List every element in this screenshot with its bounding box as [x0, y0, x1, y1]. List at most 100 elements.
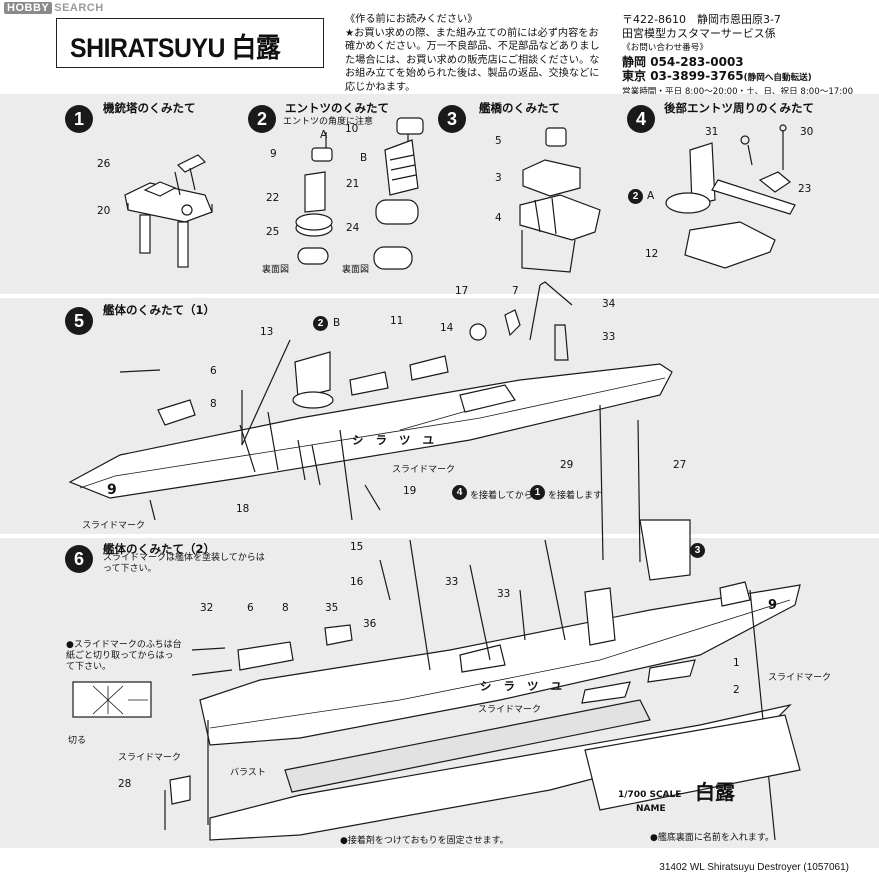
part-11: 11: [390, 315, 404, 327]
back-view-label-a: 裏面図: [262, 265, 290, 275]
step-1-title: 機銃塔のくみたて: [103, 101, 196, 115]
slide-mark-label-hull-2: スライドマーク: [478, 705, 542, 715]
part-18: 18: [236, 503, 250, 515]
variant-b-label: B: [360, 152, 368, 164]
step4-rear-funnel-drawing: [665, 124, 796, 269]
part-6: 6: [210, 365, 217, 377]
part-12: 12: [645, 248, 659, 260]
part-33: 33: [602, 331, 616, 343]
part-3: 3: [495, 172, 502, 184]
tokyo-phone: 東京 03-3899-3765(静岡へ自動転送): [622, 69, 812, 83]
slide-mark-label-hull: スライドマーク: [392, 465, 456, 475]
part-22: 22: [266, 192, 280, 204]
part-27: 27: [673, 459, 687, 471]
hull-number-marking-2: 9: [768, 598, 778, 613]
step2-funnel-drawings: [295, 117, 424, 270]
step-2-title: エントツのくみたて: [285, 101, 389, 115]
step-5-title: 艦体のくみたて（1）: [103, 303, 215, 317]
hull-name-marking-2: シ ラ ツ ユ: [480, 679, 567, 693]
read-before-building-notice: 《作る前にお読みください》 ★お買い求めの際、また組み立ての前には必ず内容をお確…: [345, 13, 603, 95]
part-17: 17: [455, 285, 469, 297]
part-34: 34: [602, 298, 616, 310]
part-24: 24: [346, 222, 360, 234]
part-33-b: 33: [497, 588, 511, 600]
variant-a-label: A: [320, 129, 328, 141]
service-department: 田宮模型カスタマーサービス係: [622, 27, 776, 40]
step-6-note: スライドマークは艦体を塗装してからはって下さい。: [103, 553, 265, 574]
cutout-note: ●スライドマークのふちは台紙ごと切り取ってからはって下さい。: [66, 640, 182, 672]
slide-mark-label-flag: スライドマーク: [118, 753, 182, 763]
part-20: 20: [97, 205, 111, 217]
step-6-title: 艦体のくみたて（2）: [103, 542, 215, 556]
title-box: [56, 18, 324, 68]
part-5: 5: [495, 135, 502, 147]
part-8-b: 8: [282, 602, 289, 614]
cut-label: 切る: [68, 736, 87, 746]
step-3-badge: 3: [438, 105, 466, 133]
step-5-badge: 5: [65, 307, 93, 335]
notice-body: ★お買い求めの際、また組み立ての前には必ず内容をお確かめください。万一不良部品、…: [345, 27, 600, 93]
customer-service-address: 〒422-8610 静岡市恩田原3-7 田宮模型カスタマーサービス係 《お問い合…: [622, 13, 877, 99]
hull-name-marking: シ ラ ツ ユ: [352, 433, 439, 447]
part-25: 25: [266, 226, 280, 238]
ref-variant-a: A: [647, 190, 655, 202]
step5-hull-drawing: [68, 281, 673, 563]
step3-bridge-drawing: [519, 127, 601, 273]
ballast-label: バラスト: [230, 768, 266, 778]
business-hours: 営業時間・平日 8:00〜20:00・土、日、祝日 8:00〜17:00: [622, 87, 854, 97]
hull-number-marking: 9: [107, 482, 117, 498]
part-30: 30: [800, 126, 814, 138]
order-note-1: を接着してから: [470, 491, 533, 501]
step1-turret-drawing: [124, 154, 213, 268]
part-26: 26: [97, 158, 111, 170]
ref-step-3: 3: [690, 543, 705, 558]
scale-label: 1/700 SCALE: [618, 790, 682, 800]
part-23: 23: [798, 183, 812, 195]
step6-hull-drawing: [72, 519, 801, 841]
part-1: 1: [733, 657, 740, 669]
part-35: 35: [325, 602, 339, 614]
part-2: 2: [733, 684, 740, 696]
shizuoka-phone: 静岡 054-283-0003: [622, 55, 744, 69]
ref-step-4: 4: [452, 485, 467, 500]
postal-address: 〒422-8610 静岡市恩田原3-7: [622, 13, 781, 26]
part-33-a: 33: [445, 576, 459, 588]
part-31: 31: [705, 126, 719, 138]
part-15: 15: [350, 541, 364, 553]
back-view-label-b: 裏面図: [342, 265, 370, 275]
part-6-b: 6: [247, 602, 254, 614]
ship-name-kanji: 白露: [695, 780, 735, 804]
part-4: 4: [495, 212, 502, 224]
part-14: 14: [440, 322, 454, 334]
ship-name-note: ●艦底裏面に名前を入れます。: [650, 833, 774, 843]
step-2-note: エントツの角度に注意: [283, 117, 374, 127]
part-13: 13: [260, 326, 274, 338]
part-7: 7: [512, 285, 519, 297]
notice-heading: 《作る前にお読みください》: [345, 14, 478, 25]
ref-step-2: 2: [628, 189, 643, 204]
part-10: 10: [345, 123, 359, 135]
kit-title: SHIRATSUYU 白露: [70, 33, 281, 63]
step-4-badge: 4: [627, 105, 655, 133]
ballast-glue-note: ●接着剤をつけておもりを固定させます。: [340, 836, 509, 846]
step-3-title: 艦橋のくみたて: [479, 101, 560, 115]
slide-mark-label-bow: スライドマーク: [82, 521, 146, 531]
part-21: 21: [346, 178, 360, 190]
step-2-badge: 2: [248, 105, 276, 133]
step-1-badge: 1: [65, 105, 93, 133]
inquiry-heading: 《お問い合わせ番号》: [622, 43, 708, 53]
step-4-title: 後部エントツ周りのくみたて: [664, 101, 814, 115]
part-36: 36: [363, 618, 377, 630]
ref-step-2b: 2: [313, 316, 328, 331]
part-8: 8: [210, 398, 217, 410]
step-6-badge: 6: [65, 545, 93, 573]
part-28: 28: [118, 778, 132, 790]
part-16: 16: [350, 576, 364, 588]
ref-step-1: 1: [530, 485, 545, 500]
name-label: NAME: [636, 804, 666, 814]
product-code-footer: 31402 WL Shiratsuyu Destroyer (1057061): [659, 862, 849, 873]
part-9: 9: [270, 148, 277, 160]
part-29: 29: [560, 459, 574, 471]
slide-mark-label-bow-2: スライドマーク: [768, 673, 832, 683]
